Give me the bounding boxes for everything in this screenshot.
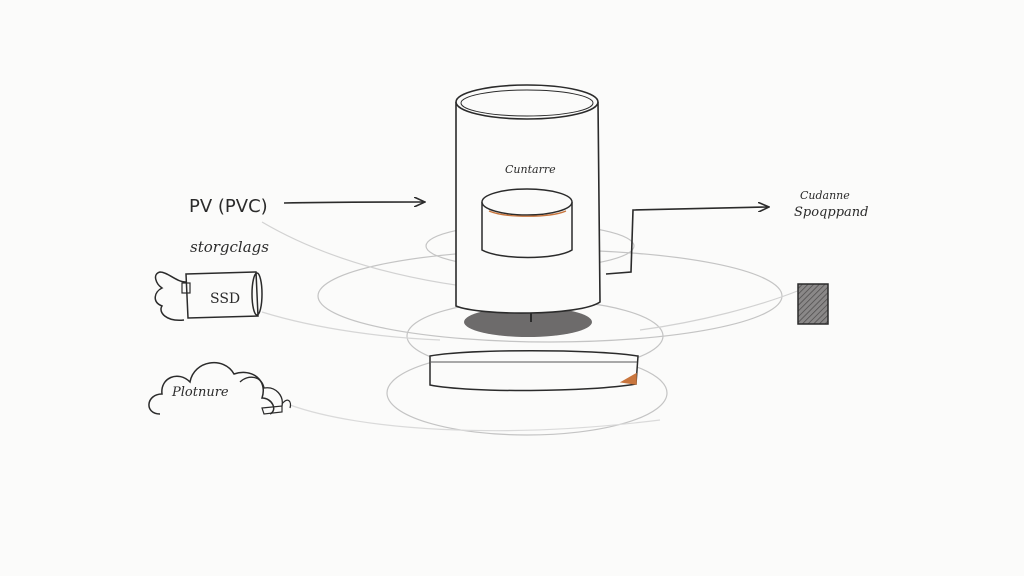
output-label-line1: Cudanne <box>800 189 850 202</box>
container-top-rim <box>455 84 599 120</box>
ssd-label: SSD <box>210 291 241 307</box>
ssd-drive <box>154 271 263 321</box>
cloud-label: Plotnure <box>172 385 229 400</box>
ssd-cable <box>154 271 187 321</box>
container-shadow <box>464 307 592 337</box>
container-label: Cuntarre <box>505 163 556 176</box>
pencil-sweep-right <box>639 289 801 331</box>
output-arrow <box>605 207 768 275</box>
input-arrow <box>283 202 424 203</box>
base-platform <box>429 350 639 392</box>
pv-pvc-label: PV (PVC) <box>189 196 268 217</box>
pencil-sweep-bottom <box>289 404 661 432</box>
output-label-line2: Spoqppand <box>794 205 869 220</box>
storage-block <box>797 283 829 325</box>
storage-class-label: storgclags <box>190 238 269 256</box>
inner-volume <box>481 188 573 259</box>
cloud-icon <box>148 361 292 415</box>
pencil-sweep-left-low <box>261 311 441 341</box>
